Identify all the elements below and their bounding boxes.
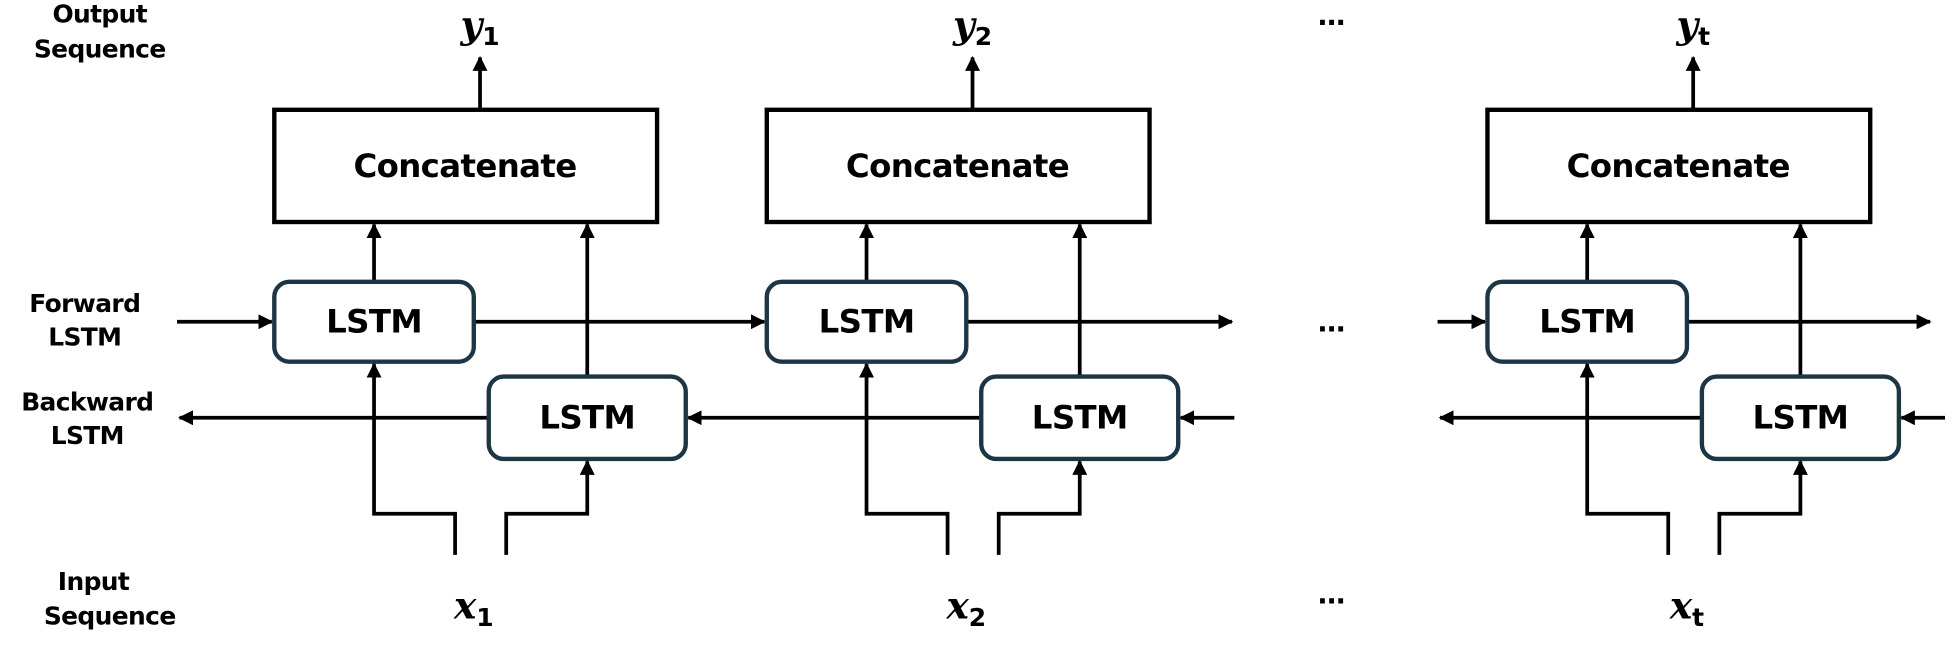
row-label-forward-line1: Forward [29,289,140,318]
ellipsis-output: … [1318,1,1345,32]
input-to-backward-arrow [504,459,595,555]
concatenate-label: Concatenate [1567,147,1790,185]
forward-lstm-cell [1485,279,1690,364]
backward-lstm-label: LSTM [1752,399,1848,437]
row-label-forward: Forward LSTM [29,289,141,352]
forward-lstm-cell [272,279,476,364]
concatenate-box [1485,107,1873,225]
row-label-forward-line2: LSTM [48,322,121,351]
row-label-output: Output Sequence [34,0,166,63]
concatenate-box [764,107,1152,225]
concatenate-label: Concatenate [353,147,576,185]
row-label-input-line1: Input [58,567,130,596]
forward-lstm-label: LSTM [819,303,915,341]
backward-lstm-cell [979,374,1181,462]
forward-lstm-label: LSTM [326,303,422,341]
input-x2: x2 [945,583,986,631]
backward-lstm-label: LSTM [1032,399,1128,437]
input-to-forward-arrow [859,362,950,555]
output-y1: y1 [459,2,499,50]
row-label-input: Input Sequence [44,567,176,631]
input-to-forward-arrow [366,362,457,555]
concatenate-label: Concatenate [846,147,1069,185]
output-y2: y2 [952,2,992,50]
row-label-backward-line2: LSTM [51,421,124,450]
backward-lstm-cell [486,374,688,462]
ellipsis-input: … [1318,580,1345,611]
ellipsis-middle: … [1318,308,1345,339]
forward-lstm-label: LSTM [1539,303,1635,341]
row-label-input-line2: Sequence [44,602,176,631]
input-xt: xt [1669,583,1704,631]
concatenate-box [272,107,660,225]
row-label-output-line2: Sequence [34,34,166,63]
timestep-t: yt Concatenate LSTM LSTM xt [1485,2,1902,632]
input-to-forward-arrow [1579,362,1671,555]
row-label-backward: Backward LSTM [21,387,154,450]
input-x1: x1 [453,583,494,631]
backward-lstm-cell [1699,374,1902,462]
timestep-2: y2 Concatenate LSTM LSTM x2 [764,2,1181,632]
input-to-backward-arrow [996,459,1088,555]
row-label-backward-line1: Backward [21,387,153,416]
input-to-backward-arrow [1717,459,1808,555]
timestep-1: y1 Concatenate LSTM LSTM x1 [272,2,688,632]
row-label-output-line1: Output [52,0,147,29]
forward-lstm-cell [764,279,969,364]
output-yt: yt [1675,2,1710,50]
backward-lstm-label: LSTM [539,399,635,437]
